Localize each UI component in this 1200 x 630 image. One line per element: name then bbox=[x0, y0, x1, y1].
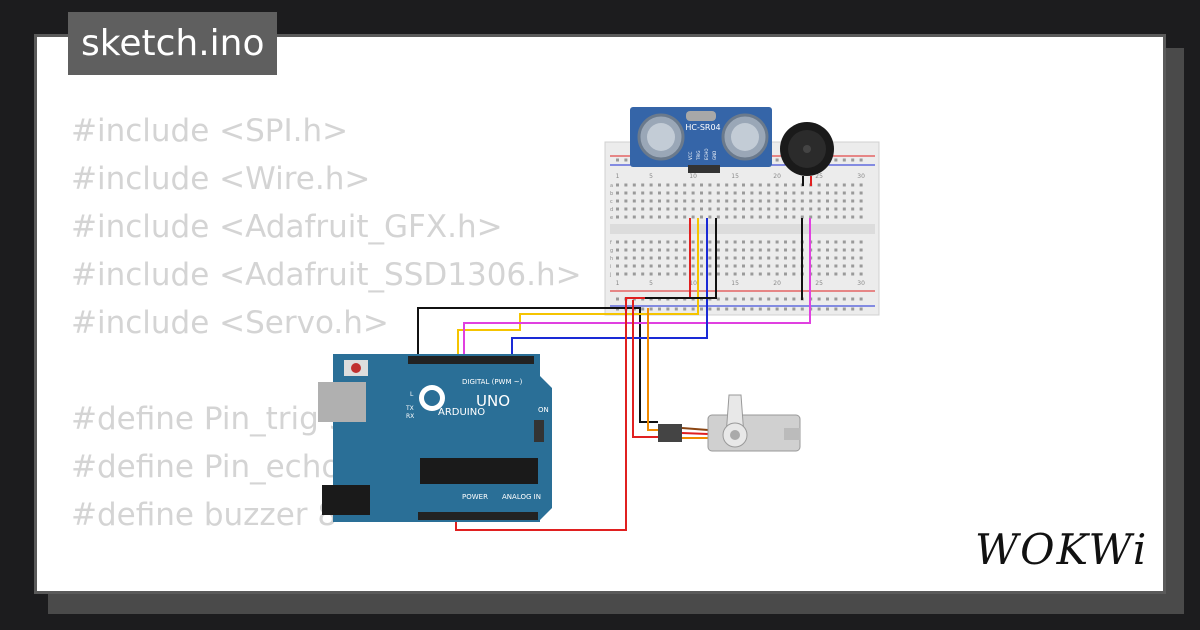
breadboard-column-number: 10 bbox=[689, 280, 697, 287]
sensor-pin-label: TRIG bbox=[696, 150, 701, 161]
wire-red-vcc bbox=[455, 218, 691, 531]
led-l-label: L bbox=[410, 391, 414, 398]
breadboard-row-letter: e bbox=[610, 215, 613, 221]
atmega-chip bbox=[420, 458, 538, 484]
reset-button bbox=[351, 363, 361, 373]
wire-orange-servo bbox=[647, 308, 658, 431]
code-line: #include <Adafruit_GFX.h> bbox=[71, 209, 503, 245]
arduino-uno[interactable]: ARDUINO UNO DIGITAL (PWM ~) POWER ANALOG… bbox=[318, 354, 552, 522]
breadboard-column-number: 15 bbox=[731, 173, 739, 180]
wire-black-gnd bbox=[417, 307, 658, 423]
ultrasonic-sensor[interactable]: HC-SR04 bbox=[630, 107, 772, 173]
sensor-pin-label: ECHO bbox=[704, 149, 709, 160]
digital-label: DIGITAL (PWM ~) bbox=[462, 378, 523, 386]
code-line: #include <SPI.h> bbox=[71, 113, 349, 149]
breadboard-column-number: 10 bbox=[689, 173, 697, 180]
code-line: #define buzzer 8 bbox=[71, 497, 338, 533]
wire-blue-echo bbox=[511, 218, 708, 360]
breadboard-column-number: 5 bbox=[649, 280, 653, 287]
breadboard-column-number: 25 bbox=[815, 280, 823, 287]
power-jack bbox=[322, 485, 370, 515]
arduino-brand: ARDUINO bbox=[438, 407, 485, 418]
code-line: #include <Adafruit_SSD1306.h> bbox=[71, 257, 582, 293]
analog-label: ANALOG IN bbox=[502, 493, 541, 501]
arduino-model: UNO bbox=[476, 392, 510, 410]
power-label: POWER bbox=[462, 493, 488, 501]
breadboard-column-number: 1 bbox=[616, 280, 620, 287]
breadboard-column-number: 30 bbox=[857, 280, 865, 287]
breadboard-row-letter: c bbox=[610, 199, 613, 205]
breadboard-column-number: 15 bbox=[731, 280, 739, 287]
servo-motor[interactable] bbox=[658, 394, 801, 452]
rx-label: RX bbox=[406, 413, 414, 420]
breadboard-row-letter: h bbox=[610, 256, 613, 262]
breadboard-row-letter: g bbox=[610, 248, 613, 254]
breadboard-column-number: 5 bbox=[649, 173, 653, 180]
sensor-pin-label: GND bbox=[712, 151, 717, 160]
breadboard-column-number: 25 bbox=[815, 173, 823, 180]
sketch-filename-tab[interactable]: sketch.ino bbox=[68, 12, 278, 75]
breadboard-row-letter: d bbox=[610, 207, 613, 213]
code-line: #define Pin_echo bbox=[71, 449, 341, 485]
buzzer[interactable] bbox=[780, 122, 834, 186]
breadboard-row-letter: f bbox=[610, 240, 612, 246]
breadboard-column-number: 1 bbox=[616, 173, 620, 180]
code-preview: #include <SPI.h> #include <Wire.h> #includ… bbox=[71, 107, 582, 591]
breadboard-row-letter: b bbox=[610, 191, 613, 197]
wire-black-gnd2 bbox=[645, 218, 717, 299]
usb-port bbox=[318, 382, 366, 422]
breadboard-column-number: 20 bbox=[773, 280, 781, 287]
code-line: #include <Wire.h> bbox=[71, 161, 371, 197]
breadboard-row-letter: i bbox=[610, 264, 611, 270]
breadboard-row-letter: a bbox=[610, 183, 613, 189]
tx-label: TX bbox=[405, 405, 414, 412]
breadboard-column-number: 30 bbox=[857, 173, 865, 180]
wires bbox=[417, 218, 811, 531]
wokwi-logo: WOKWi bbox=[975, 525, 1149, 574]
wire-red-servo bbox=[632, 300, 658, 438]
on-label: ON bbox=[538, 406, 549, 414]
breadboard-column-number: 20 bbox=[773, 173, 781, 180]
sensor-model: HC-SR04 bbox=[685, 123, 720, 132]
code-line: #include <Servo.h> bbox=[71, 305, 389, 341]
wire-magenta-buzzer bbox=[463, 218, 811, 360]
sensor-pin-label: VCC bbox=[688, 151, 693, 160]
breadboard-row-letter: j bbox=[609, 272, 611, 278]
